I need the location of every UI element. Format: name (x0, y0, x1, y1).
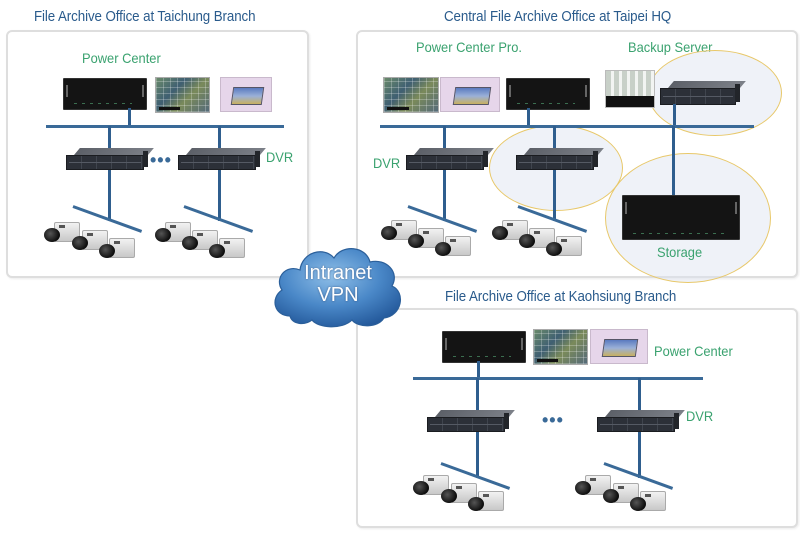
camera-icon (546, 236, 582, 258)
kaohsiung-section-title: File Archive Office at Kaohsiung Branch (445, 289, 677, 305)
cloud-label-line1: Intranet (304, 262, 372, 284)
kaohsiung-power-center-chassis (442, 331, 526, 363)
camera-icon (99, 238, 135, 260)
taichung-dvr-2 (178, 148, 266, 170)
camera-icon (441, 483, 477, 505)
cloud-label-line2: VPN (317, 284, 359, 306)
taipei-power-center-pro-label: Power Center Pro. (416, 39, 522, 55)
kaohsiung-dvr-1 (427, 410, 515, 432)
backup-server (660, 81, 746, 105)
kaohsiung-dvr-label: DVR (686, 408, 714, 424)
taichung-dvr-1 (66, 148, 154, 170)
kaohsiung-backbone-line (413, 377, 703, 380)
backup-server-line (673, 104, 676, 127)
cloud-icon (274, 248, 401, 328)
taipei-video-wall-screen (383, 77, 439, 113)
kaohsiung-dvr-2 (597, 410, 685, 432)
taipei-dvr-label: DVR (373, 155, 401, 171)
taipei-dvr-1 (406, 148, 494, 170)
camera-icon (209, 238, 245, 260)
taipei-dvr-2 (516, 148, 604, 170)
taipei-dvr2-line (553, 126, 556, 221)
kaohsiung-power-center-label: Power Center (654, 343, 733, 359)
taichung-uplink-line (128, 108, 131, 127)
taichung-video-wall-screen (155, 77, 210, 113)
taichung-section-title: File Archive Office at Taichung Branch (34, 9, 256, 25)
taipei-app-screen (440, 77, 500, 112)
taichung-ellipsis: ••• (150, 150, 172, 170)
taichung-dvr2-line (218, 126, 221, 221)
taichung-app-screen (220, 77, 272, 112)
taipei-backbone-line (380, 125, 754, 128)
kaohsiung-app-screen (590, 329, 648, 364)
intranet-vpn-cloud: Intranet VPN (268, 238, 408, 330)
camera-icon (468, 491, 504, 513)
camera-icon (435, 236, 471, 258)
taichung-power-center-chassis (63, 78, 147, 110)
storage-line (672, 126, 675, 195)
taichung-backbone-line (46, 125, 284, 128)
storage-unit (622, 195, 740, 240)
storage-label: Storage (657, 244, 703, 260)
taipei-section-title: Central File Archive Office at Taipei HQ (444, 9, 672, 25)
backup-server-label: Backup Server (628, 39, 713, 55)
kaohsiung-video-wall-screen (533, 329, 588, 365)
taipei-uplink-line (527, 108, 530, 127)
backup-server-screen (605, 70, 655, 108)
taichung-power-center-label: Power Center (82, 50, 161, 66)
taichung-dvr1-line (108, 126, 111, 221)
kaohsiung-ellipsis: ••• (542, 410, 564, 430)
taichung-dvr-label: DVR (266, 149, 294, 165)
power-center-pro-chassis (506, 78, 590, 110)
camera-icon (630, 491, 666, 513)
taipei-dvr1-line (443, 126, 446, 221)
kaohsiung-uplink-line (477, 361, 480, 379)
